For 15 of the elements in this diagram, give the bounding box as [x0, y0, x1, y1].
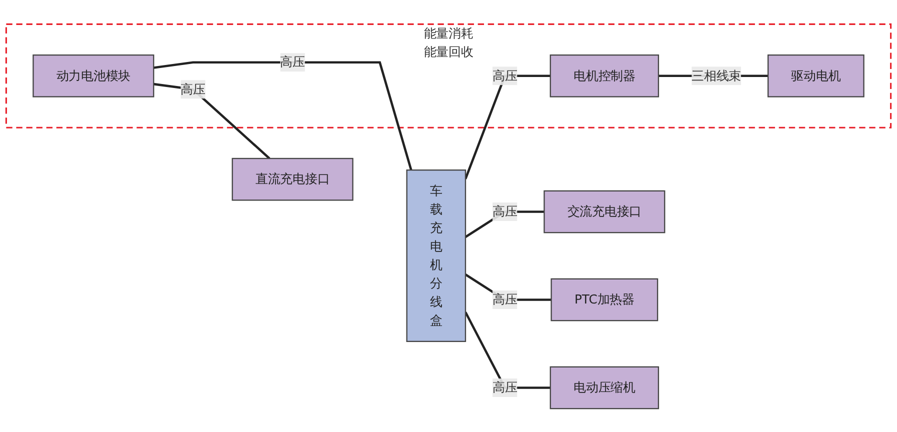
edge-label: 高压 [492, 68, 518, 82]
node-box: PTC加热器 [550, 278, 658, 321]
node-box: 直流充电接口 [232, 158, 354, 200]
node-box: 驱动电机 [768, 54, 864, 97]
node-box: 车载充电机分线盒 [406, 169, 466, 342]
edge-label: 高压 [492, 292, 518, 306]
node-box: 动力电池模块 [32, 54, 154, 97]
node-box: 电动压缩机 [550, 366, 660, 409]
node-box: 交流充电接口 [544, 190, 666, 233]
edge-label: 高压 [492, 380, 518, 394]
edge-label: 高压 [180, 81, 206, 96]
edge-label: 高压 [492, 204, 518, 218]
edge-label: 三相线束 [692, 68, 742, 82]
node-box: 电机控制器 [550, 54, 660, 97]
edge-label: 高压 [280, 54, 305, 69]
